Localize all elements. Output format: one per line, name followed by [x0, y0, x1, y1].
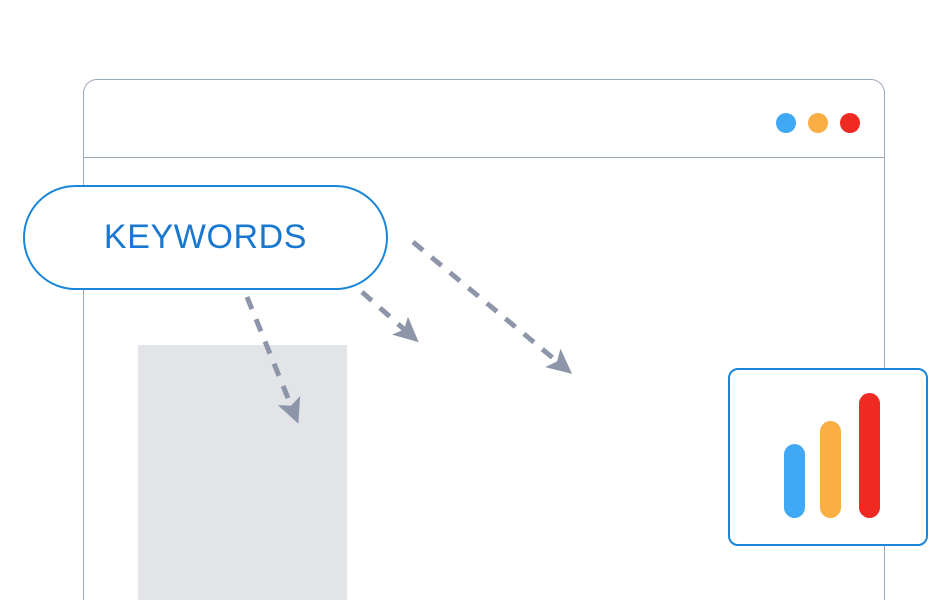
- keywords-badge[interactable]: KEYWORDS: [23, 185, 388, 290]
- keywords-badge-label: KEYWORDS: [103, 218, 308, 256]
- chart-bar-orange: [820, 421, 841, 518]
- chart-bar-blue: [784, 444, 805, 518]
- window-controls: [776, 113, 860, 133]
- bar-chart-plot-area: [730, 370, 926, 544]
- window-dot-red-icon[interactable]: [840, 113, 860, 133]
- bar-chart-card[interactable]: [728, 368, 928, 546]
- chart-bar-red: [859, 393, 880, 518]
- window-dot-orange-icon[interactable]: [808, 113, 828, 133]
- browser-titlebar: [84, 80, 884, 158]
- window-dot-blue-icon[interactable]: [776, 113, 796, 133]
